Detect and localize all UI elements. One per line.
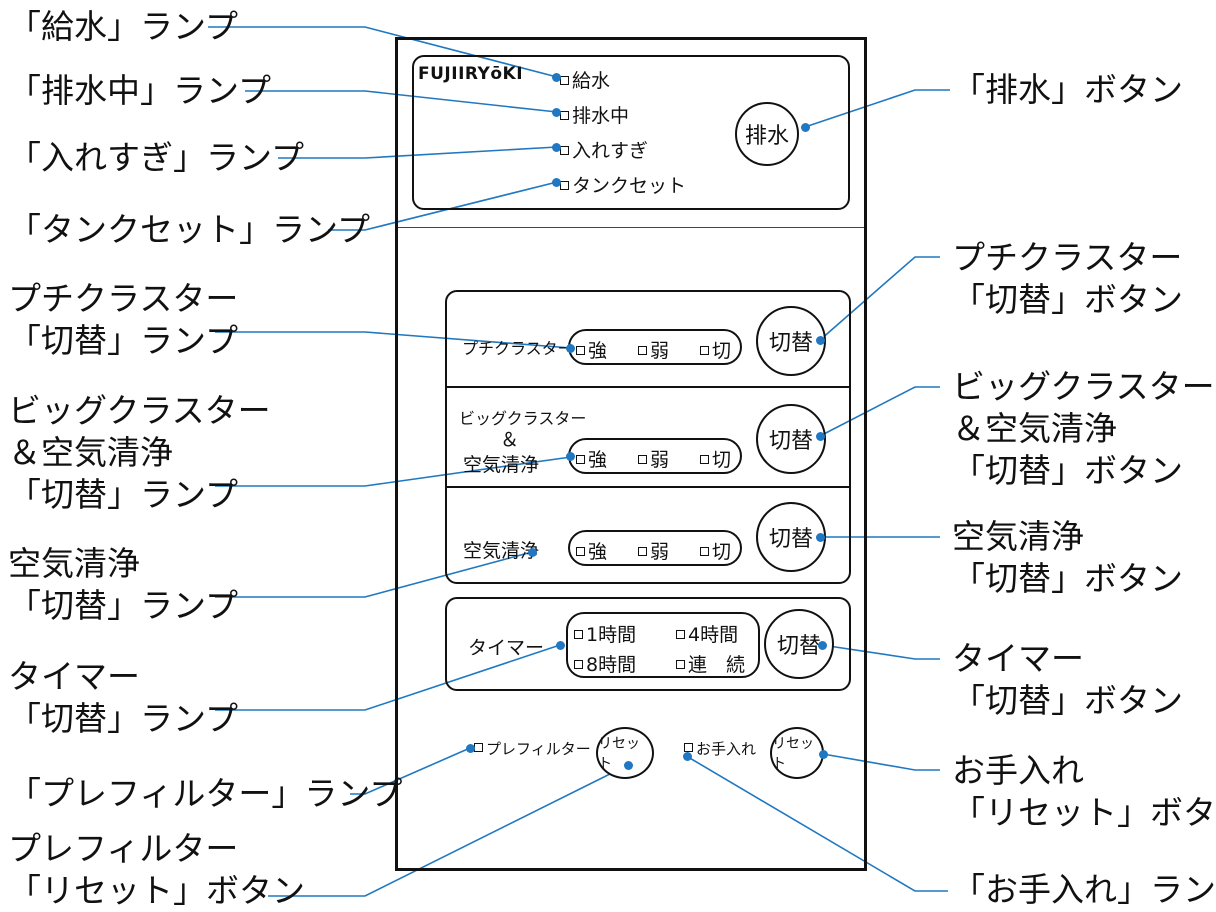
callout-care-reset: お手入れ「リセット」ボタン (952, 751, 1216, 832)
prefilter-reset-button[interactable]: リセット (596, 727, 654, 779)
petit-level-lamps: 強 弱 切 (568, 329, 742, 365)
big-off-lamp: 切 (700, 445, 731, 472)
dot-prefilter-reset (624, 761, 633, 770)
timer-continuous-lamp: 連 続 (676, 650, 745, 677)
air-clean-label: 空気清浄 (463, 540, 540, 562)
petit-cluster-label: プチクラスター (462, 339, 574, 358)
callout-big-button: ビッグクラスター＆空気清浄「切替」ボタン (952, 367, 1215, 490)
timer-1h-lamp: 1時間 (574, 620, 636, 647)
section-air-clean (445, 486, 851, 584)
timer-8h-lamp: 8時間 (574, 650, 636, 677)
care-reset-button[interactable]: リセット (770, 727, 824, 779)
big-cluster-amp: ＆ (500, 429, 520, 451)
callout-timer-lamp: タイマー「切替」ランプ (8, 657, 239, 738)
dot-draining (552, 108, 561, 117)
petit-off-lamp: 切 (700, 336, 731, 363)
care-lamp: お手入れ (684, 738, 756, 759)
callout-air-lamp: 空気清浄「切替」ランプ (8, 544, 239, 625)
timer-lamps: 1時間 4時間 8時間 連 続 (566, 612, 760, 678)
dot-big-button (816, 432, 825, 441)
big-switch-button[interactable]: 切替 (756, 404, 826, 474)
air-strong-lamp: 強 (576, 537, 607, 564)
big-cluster-air-label: 空気清浄 (463, 454, 540, 476)
brand-logo: FUJIIRYōKI (418, 64, 524, 84)
control-panel (395, 37, 867, 871)
petit-switch-button[interactable]: 切替 (756, 306, 826, 376)
callout-petit-lamp: プチクラスター「切替」ランプ (8, 279, 239, 360)
timer-label: タイマー (468, 637, 545, 659)
callout-care-lamp: 「お手入れ」ランプ (952, 870, 1216, 909)
drain-button[interactable]: 排水 (735, 102, 799, 166)
air-weak-lamp: 弱 (638, 537, 669, 564)
air-switch-button[interactable]: 切替 (756, 502, 826, 572)
callout-draining-lamp: 「排水中」ランプ (8, 71, 272, 110)
callout-overfill-lamp: 「入れすぎ」ランプ (8, 138, 305, 177)
petit-weak-lamp: 弱 (638, 336, 669, 363)
petit-strong-lamp: 強 (576, 336, 607, 363)
big-cluster-label: ビッグクラスター (459, 409, 587, 428)
dot-care-reset (819, 750, 828, 759)
dot-drain-button (801, 123, 810, 132)
big-weak-lamp: 弱 (638, 445, 669, 472)
section-timer (445, 597, 851, 691)
callout-prefilter-lamp: 「プレフィルター」ランプ (8, 774, 403, 813)
prefilter-lamp: プレフィルター (474, 738, 591, 759)
dot-water-supply (552, 73, 561, 82)
air-level-lamps: 強 弱 切 (568, 530, 742, 566)
dot-overfill (552, 143, 561, 152)
lamp-tank-set: タンクセット (560, 171, 686, 198)
dot-timer-lamp (556, 641, 565, 650)
callout-petit-button: プチクラスター「切替」ボタン (952, 238, 1183, 319)
dot-air-lamp (528, 548, 537, 557)
timer-4h-lamp: 4時間 (676, 620, 738, 647)
dot-tank-set (552, 178, 561, 187)
lamp-water-supply: 給水 (560, 66, 610, 93)
dot-care-lamp (683, 752, 692, 761)
lamp-draining: 排水中 (560, 101, 629, 128)
dot-big-lamp (566, 452, 575, 461)
callout-drain-button: 「排水」ボタン (952, 70, 1183, 109)
dot-air-button (816, 533, 825, 542)
callout-big-lamp: ビッグクラスター＆空気清浄「切替」ランプ (8, 391, 271, 514)
callout-prefilter-reset: プレフィルター「リセット」ボタン (8, 829, 305, 910)
big-level-lamps: 強 弱 切 (568, 438, 742, 474)
big-strong-lamp: 強 (576, 445, 607, 472)
dot-petit-button (816, 336, 825, 345)
callout-air-button: 空気清浄「切替」ボタン (952, 517, 1183, 598)
dot-prefilter-lamp (466, 744, 475, 753)
dot-petit-lamp (566, 344, 575, 353)
panel-divider (398, 227, 864, 228)
dot-timer-button (818, 641, 827, 650)
status-lamp-area (412, 55, 850, 210)
lamp-overfill: 入れすぎ (560, 136, 648, 163)
callout-timer-button: タイマー「切替」ボタン (952, 639, 1183, 720)
air-off-lamp: 切 (700, 537, 731, 564)
callout-water-supply-lamp: 「給水」ランプ (8, 7, 239, 46)
callout-tank-set-lamp: 「タンクセット」ランプ (8, 210, 371, 249)
